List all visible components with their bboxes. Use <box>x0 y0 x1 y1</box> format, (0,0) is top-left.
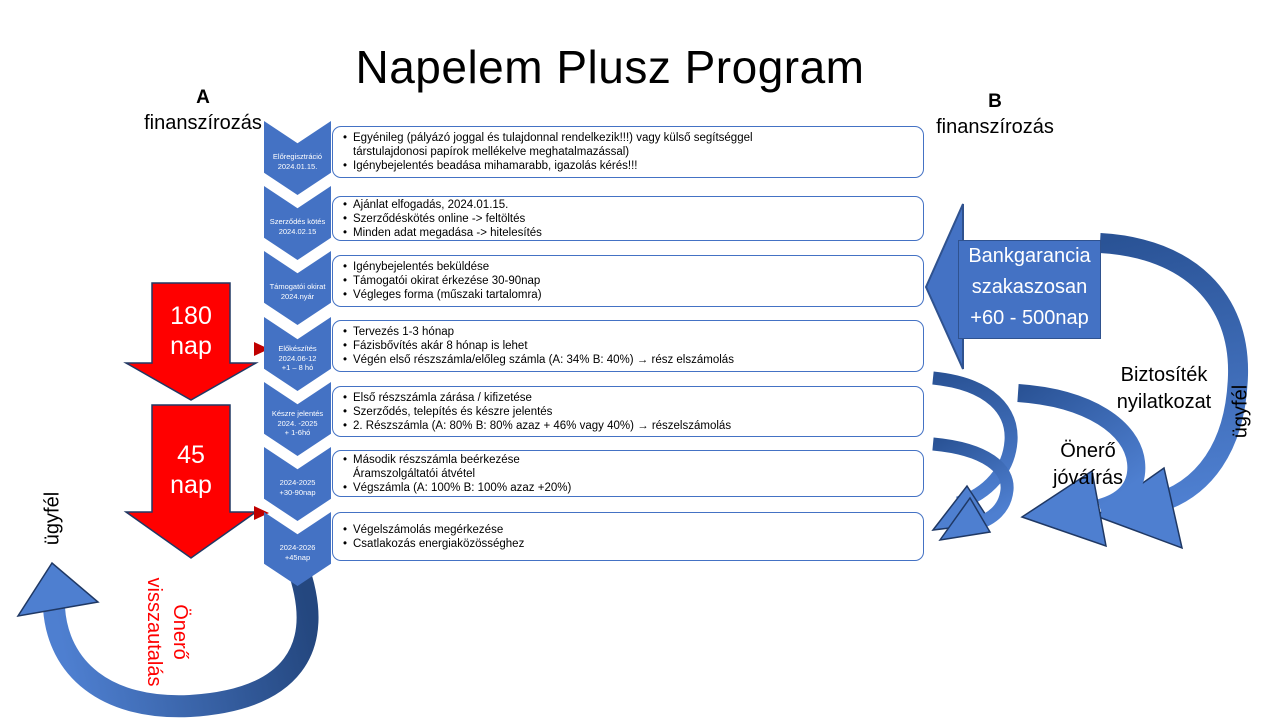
step-detail-box-1: •Egyénileg (pályázó joggal és tulajdonna… <box>332 126 924 178</box>
equity-refund-note: Önerő visszautalás <box>141 562 193 702</box>
collateral-note: Biztosíték nyilatkozat <box>1095 362 1233 416</box>
step-bullet-item: •2. Részszámla (A: 80% B: 80% azaz + 46%… <box>343 419 732 432</box>
step-bullet-item: •Tervezés 1-3 hónap <box>343 326 455 338</box>
step-bullet-item: Áramszolgáltatói átvétel <box>353 467 476 480</box>
page-title: Napelem Plusz Program <box>355 41 865 93</box>
step-bullet-item: •Végleges forma (műszaki tartalomra) <box>343 289 542 301</box>
duration-45-value: 45 <box>177 441 205 469</box>
step-bullet-item: •Végén első részszámla/előleg számla (A:… <box>343 354 734 366</box>
duration-arrow-180nap <box>123 282 259 401</box>
step-detail-box-2: •Ajánlat elfogadás, 2024.01.15.•Szerződé… <box>332 196 924 241</box>
step-bullet-item: •Első részszámla zárása / kifizetése <box>343 391 532 404</box>
step-bullet-item: •Második részszámla beérkezése <box>343 453 520 466</box>
step-bullet-item: társtulajdonosi papírok mellékelve megha… <box>353 146 630 158</box>
financing-b-text: finanszírozás <box>936 116 1054 138</box>
step-bullet-item: •Fázisbővítés akár 8 hónap is lehet <box>343 340 528 352</box>
equity-refund-line2: visszautalás <box>143 577 165 687</box>
bank-guarantee-text: Bankgarancia szakaszosan +60 - 500nap <box>958 240 1101 339</box>
equity-refund-curve-arrow <box>43 561 319 718</box>
collateral-line2: nyilatkozat <box>1116 391 1212 413</box>
duration-arrow-45nap <box>123 404 259 559</box>
step-bullet-item: •Támogatói okirat érkezése 30-90nap <box>343 275 541 287</box>
step-loop-curve-upper <box>932 371 1018 510</box>
equity-credit-arrowhead <box>1020 469 1107 548</box>
step-bullet-item: •Szerződés, telepítés és készre jelentés <box>343 405 553 418</box>
equity-credit-curve-arrow <box>1017 384 1146 517</box>
step-loop-curve-lower <box>932 437 1014 531</box>
red-pointer-upper <box>254 342 269 356</box>
step-loop-arrowhead-lower <box>938 496 992 542</box>
step-detail-box-4: •Tervezés 1-3 hónap •Fázisbővítés akár 8 … <box>332 320 924 372</box>
step-bullet-item: •Igénybejelentés beadása mihamarabb, iga… <box>343 160 638 172</box>
financing-a-letter: A <box>196 87 210 108</box>
step-bullet-item: •Szerződéskötés online -> feltöltés <box>343 212 526 225</box>
step-bullet-item: •Ajánlat elfogadás, 2024.01.15. <box>343 198 509 211</box>
step-bullet-item: •Igénybejelentés beküldése <box>343 261 490 273</box>
duration-180-value: 180 <box>170 302 212 330</box>
step-detail-box-5: •Első részszámla zárása / kifizetése•Sze… <box>332 386 924 437</box>
equity-credit-line2: jóváírás <box>1052 467 1124 489</box>
chevron-step-label: 2024-2025+30-90nap <box>279 478 316 497</box>
equity-refund-arrowhead <box>16 561 100 618</box>
red-pointer-lower <box>254 506 269 520</box>
client-label-left: ügyfél <box>41 491 64 546</box>
financing-b-letter: B <box>988 91 1002 112</box>
client-collateral-curve-arrow <box>1099 233 1249 515</box>
bank-guarantee-line2: szakaszosan <box>971 276 1088 298</box>
equity-credit-line1: Önerő <box>1060 440 1116 462</box>
bank-guarantee-line1: Bankgarancia <box>968 245 1091 267</box>
chevron-step-label: 2024-2026+45nap <box>279 543 316 562</box>
step-detail-box-3: •Igénybejelentés beküldése •Támogatói oki… <box>332 255 924 307</box>
step-detail-box-7: •Végelszámolás megérkezése•Csatlakozás e… <box>332 512 924 561</box>
step-bullet-item: •Minden adat megadása -> hitelesítés <box>343 226 542 239</box>
equity-credit-note: Önerő jóváírás <box>1018 438 1158 492</box>
bank-guarantee-line3: +60 - 500nap <box>970 307 1089 329</box>
financing-b-label: B finanszírozás <box>930 90 1060 140</box>
client-label-right: ügyfél <box>1229 384 1252 439</box>
financing-a-label: A finanszírozás <box>138 86 268 136</box>
financing-a-text: finanszírozás <box>144 112 262 134</box>
step-bullet-item: •Csatlakozás energiaközösséghez <box>343 537 525 550</box>
duration-45-unit: nap <box>170 471 212 499</box>
equity-refund-line1: Önerő <box>169 604 191 660</box>
collateral-line1: Biztosíték <box>1120 364 1208 386</box>
duration-180-unit: nap <box>170 332 212 360</box>
step-bullet-item: •Végelszámolás megérkezése <box>343 523 504 536</box>
duration-180nap-text: 180 nap <box>152 301 230 361</box>
duration-45nap-text: 45 nap <box>152 440 230 500</box>
step-bullet-item: •Egyénileg (pályázó joggal és tulajdonna… <box>343 132 753 144</box>
step-bullet-item: •Végszámla (A: 100% B: 100% azaz +20%) <box>343 481 572 494</box>
